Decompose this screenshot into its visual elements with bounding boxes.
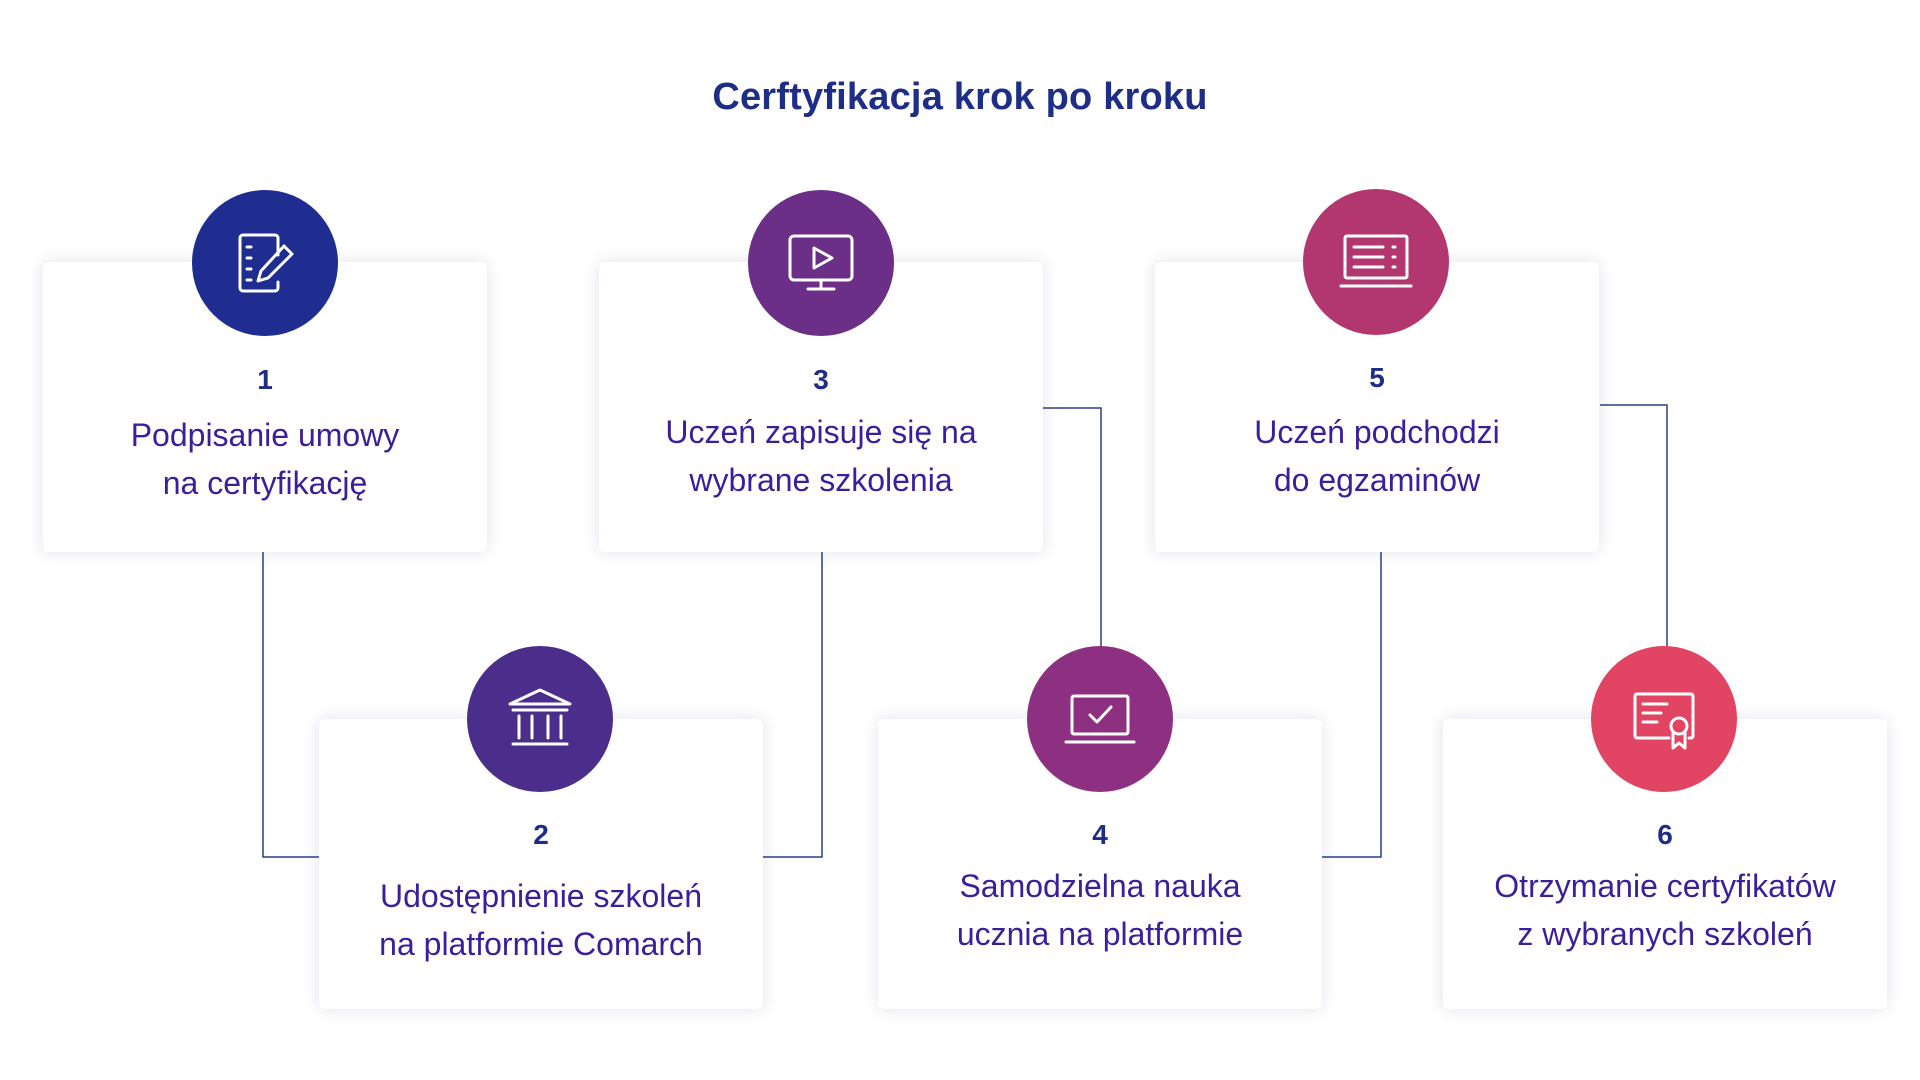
connector-3-4: [1043, 407, 1102, 650]
connector-4-5: [1322, 550, 1382, 858]
step-label: Otrzymanie certyfikatów z wybranych szko…: [1494, 868, 1836, 952]
connector-2-3: [762, 550, 823, 858]
step-icon-circle-4: [1027, 646, 1173, 792]
step-card-2: 2 Udostępnienie szkoleń na platformie Co…: [319, 719, 763, 1009]
step-label: Samodzielna nauka ucznia na platformie: [956, 868, 1244, 952]
step-label: Podpisanie umowy na certyfikację: [130, 417, 400, 501]
step-icon-circle-3: [748, 190, 894, 336]
page-title: Cerftyfikacja krok po kroku: [712, 76, 1208, 118]
connector-5-6: [1600, 404, 1668, 650]
step-number: 1: [257, 364, 273, 395]
step-label: Uczeń podchodzi do egzaminów: [1254, 414, 1500, 498]
document-edit-icon: [238, 233, 294, 293]
certificate-icon: [1633, 692, 1695, 750]
step-icon-circle-2: [467, 646, 613, 792]
step-label: Udostępnienie szkoleń na platformie Coma…: [379, 878, 703, 962]
step-number: 5: [1369, 362, 1385, 393]
step-icon-circle-6: [1591, 646, 1737, 792]
step-icon-circle-5: [1303, 189, 1449, 335]
step-number: 6: [1657, 819, 1673, 850]
step-card-4: 4 Samodzielna nauka ucznia na platformie: [878, 719, 1322, 1009]
institution-icon: [508, 688, 572, 746]
step-number: 2: [533, 819, 549, 850]
laptop-check-icon: [1064, 694, 1136, 744]
step-card-3: 3 Uczeń zapisuje się na wybrane szkoleni…: [599, 262, 1043, 552]
connector-1-2: [262, 550, 320, 858]
step-number: 3: [813, 364, 829, 395]
video-monitor-icon: [788, 234, 854, 291]
step-label: Uczeń zapisuje się na wybrane szkolenia: [665, 414, 977, 498]
step-icon-circle-1: [192, 190, 338, 336]
exam-list-icon: [1339, 234, 1413, 288]
step-number: 4: [1092, 819, 1108, 850]
